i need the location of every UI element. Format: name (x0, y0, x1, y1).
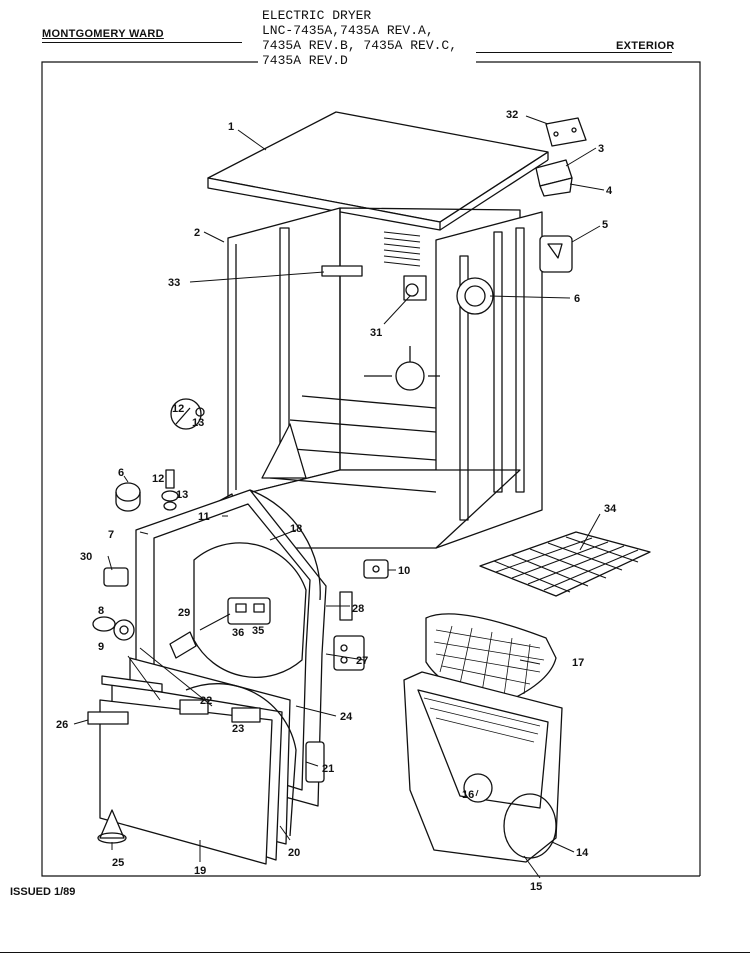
brand-name: MONTGOMERY WARD (42, 28, 164, 40)
diagram-title: ELECTRIC DRYER LNC-7435A,7435A REV.A, 74… (262, 8, 457, 68)
title-line-2: LNC-7435A,7435A REV.A, (262, 23, 434, 38)
callout-24: 24 (340, 711, 353, 723)
callout-22: 22 (200, 695, 212, 707)
callout-34: 34 (604, 503, 617, 515)
part-35-36 (227, 597, 271, 625)
header-rule-right (476, 52, 672, 53)
callout-6b: 6 (118, 467, 124, 479)
callout-5: 5 (602, 219, 608, 231)
title-line-3: 7435A REV.B, 7435A REV.C, (262, 38, 458, 53)
callout-35: 35 (252, 625, 264, 637)
diagram-frame (476, 61, 701, 876)
callout-26: 26 (56, 719, 68, 731)
part-25 (97, 809, 127, 844)
callout-12b: 12 (152, 473, 164, 485)
callout-25: 25 (112, 857, 124, 869)
bracket-32 (545, 117, 587, 147)
callout-9: 9 (98, 641, 104, 653)
lint-duct (403, 671, 563, 863)
callout-3: 3 (598, 143, 604, 155)
callout-4: 4 (606, 185, 613, 197)
callout-15: 15 (530, 881, 542, 893)
callout-1: 1 (228, 121, 234, 133)
callout-27: 27 (356, 655, 368, 667)
part-8 (92, 616, 116, 632)
header-rule-left (42, 42, 242, 43)
callout-13a: 13 (192, 417, 204, 429)
section-name: EXTERIOR (616, 40, 675, 52)
callout-2: 2 (194, 227, 200, 239)
drying-rack (479, 531, 651, 597)
callout-10: 10 (398, 565, 410, 577)
part-6-left (115, 482, 141, 512)
callout-29: 29 (178, 607, 190, 619)
part-10 (363, 559, 389, 579)
cabinet (227, 207, 543, 549)
callout-31: 31 (370, 327, 382, 339)
callout-32: 32 (506, 109, 518, 121)
callout-21: 21 (322, 763, 334, 775)
part-12-13-front (161, 469, 179, 511)
callout-11: 11 (198, 511, 210, 523)
issue-date: ISSUED 1/89 (10, 886, 76, 898)
part-33 (321, 265, 363, 277)
part-29 (169, 631, 197, 659)
callout-23: 23 (232, 723, 244, 735)
callout-6a: 6 (574, 293, 580, 305)
door-assembly (87, 657, 325, 865)
callout-28: 28 (352, 603, 364, 615)
part-5 (539, 235, 573, 273)
callout-7: 7 (108, 529, 114, 541)
callout-18: 18 (290, 523, 302, 535)
callout-8: 8 (98, 605, 104, 617)
callout-12a: 12 (172, 403, 184, 415)
lint-screen (425, 613, 557, 703)
diagram-frame-left (41, 61, 700, 877)
callout-13b: 13 (176, 489, 188, 501)
callout-labels: 1 2 3 4 5 6 6 7 8 9 10 11 12 12 13 13 14… (56, 109, 617, 893)
callout-16: 16 (462, 789, 474, 801)
callout-20: 20 (288, 847, 300, 859)
leader-lines (73, 115, 605, 879)
title-line-1: ELECTRIC DRYER (262, 8, 372, 23)
part-12-13-side (170, 398, 205, 430)
callout-33: 33 (168, 277, 180, 289)
title-line-4: 7435A REV.D (262, 53, 348, 68)
part-30 (103, 567, 129, 587)
callout-30: 30 (80, 551, 92, 563)
top-panel (207, 111, 549, 231)
callout-14: 14 (576, 847, 589, 859)
part-9 (113, 619, 135, 641)
callout-19: 19 (194, 865, 206, 877)
part-6-cabinet (456, 277, 494, 315)
door-switch (535, 159, 573, 197)
callout-36: 36 (232, 627, 244, 639)
callout-17: 17 (572, 657, 584, 669)
footer-rule (0, 952, 750, 953)
